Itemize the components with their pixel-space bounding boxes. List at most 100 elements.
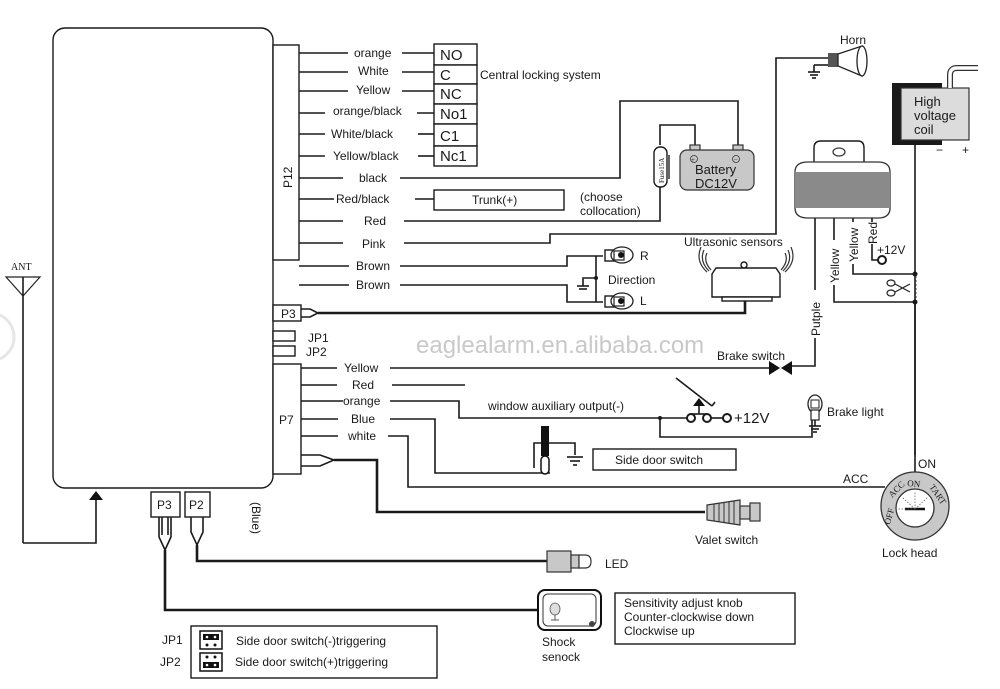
brake-pedal-switch-icon (675, 377, 732, 423)
p3-side-connector (272, 304, 302, 322)
window-aux-label: window auxiliary output(-) (487, 399, 624, 413)
antenna-icon (4, 276, 42, 543)
sensitivity-note-line2: Counter-clockwise down (624, 610, 754, 624)
p12-connector: P12 (272, 44, 300, 261)
p3-side-label: P3 (281, 307, 296, 321)
valet-switch-label: Valet switch (695, 533, 758, 547)
p12-wire-stubs (299, 52, 349, 286)
p7-wire-red-label: Red (352, 378, 374, 392)
jumper-legend-jp2-label: JP2 (160, 655, 181, 669)
svg-text:voltage: voltage (914, 108, 956, 123)
terminal-c: C (440, 67, 451, 84)
jumper-legend-jp2-text: Side door switch(+)triggering (235, 655, 388, 669)
p2-bottom-label: P2 (189, 498, 204, 512)
antenna-wire (23, 500, 97, 544)
jumper-legend-box (190, 625, 438, 679)
central-locking-label: Central locking system (480, 68, 601, 82)
svg-text:coil: coil (914, 122, 934, 137)
ultrasonic-sensor-icon (698, 246, 794, 302)
brown-wire-left (400, 284, 603, 303)
p7-wire-blue-label: Blue (351, 412, 375, 426)
antenna-input-arrow-icon (89, 491, 103, 500)
wire-label-red-black: Red/black (336, 192, 390, 206)
direction-label: Direction (608, 273, 655, 287)
on-wire-label: ON (918, 457, 936, 471)
shock-sensor-label-line1: Shock (542, 635, 576, 649)
ultrasonic-label: Ultrasonic sensors (684, 235, 783, 249)
relay-module-icon (794, 140, 891, 219)
jumper-legend-jp1-text: Side door switch(-)triggering (236, 634, 386, 648)
jumper-jp1-icon (199, 630, 223, 650)
wire-label-brown-1: Brown (356, 259, 390, 273)
wire-label-red: Red (364, 214, 386, 228)
terminal-c1: C1 (440, 128, 459, 145)
relay-wire-purple-label: Putple (809, 302, 823, 336)
antenna-label: ANT (11, 262, 32, 273)
terminal-nc: NC (440, 86, 462, 103)
side-door-switch-label: Side door switch (615, 453, 703, 467)
battery-label: Battery (695, 162, 737, 177)
svg-text:+: + (962, 143, 969, 157)
red-wire-to-fuse (404, 185, 661, 222)
led-icon (546, 550, 592, 573)
fuse-to-battery-wire (659, 124, 696, 146)
p7-label: P7 (279, 413, 294, 427)
p12-label: P12 (281, 166, 295, 188)
wire-label-yellow-black: Yellow/black (333, 149, 400, 163)
p7-wire-orange-label: orange (343, 394, 381, 408)
side-door-switch-box (592, 448, 737, 471)
jp2-connector (272, 345, 296, 357)
pink-wire-to-horn (404, 57, 830, 244)
p7-wire-white-label: white (347, 429, 376, 443)
ground-icon (577, 285, 589, 290)
choose-collocation-line1: (choose (580, 190, 623, 204)
valet-switch-wire (334, 458, 705, 514)
p2-bottom-connector (184, 491, 211, 518)
sensitivity-note-line1: Sensitivity adjust knob (624, 596, 743, 610)
battery-voltage: DC12V (695, 176, 737, 191)
led-wire (195, 545, 547, 563)
battery-icon: + − Battery DC12V (679, 144, 755, 191)
control-unit-body (52, 27, 274, 489)
trunk-box (433, 189, 565, 211)
p7-wire-yellow-label: Yellow (344, 361, 379, 375)
horn-label: Horn (840, 33, 866, 47)
brake-light-icon (807, 394, 823, 433)
direction-left-label: L (640, 294, 647, 308)
wire-label-orange: orange (354, 46, 392, 60)
sensitivity-note-line3: Clockwise up (624, 624, 695, 638)
central-locking-terminal-block: NO C NC No1 C1 Nc1 (433, 43, 478, 167)
relay-wire-red-label: Red (866, 222, 880, 244)
shock-sensor-wire (163, 550, 540, 612)
black-wire-to-battery (400, 100, 739, 179)
terminal-12v (877, 255, 887, 265)
jp1-label: JP1 (308, 331, 329, 345)
svg-text:−: − (734, 156, 738, 164)
lock-position-on: ON (907, 478, 921, 489)
sensitivity-note-box (614, 592, 796, 645)
orange-wire-window-output (390, 400, 690, 419)
p7-connector: P7 (272, 363, 302, 475)
ignition-lock-head-icon: OFF ACC ON TART (880, 471, 950, 541)
led-label: LED (605, 557, 629, 571)
wire-label-black: black (359, 171, 388, 185)
relay-wire-yellow1-label: Yellow (828, 248, 842, 283)
white-wire-to-acc (388, 435, 885, 488)
terminal-no: NO (440, 47, 463, 64)
pedal-plus12v-label: +12V (734, 410, 769, 427)
wire-label-yellow: Yellow (356, 83, 391, 97)
terminal-no1: No1 (440, 106, 468, 123)
trunk-label: Trunk(+) (472, 193, 517, 207)
fuse-icon: Fuse15A (653, 146, 670, 188)
blue-wire-to-side-door (390, 418, 550, 474)
watermark-logo (0, 313, 16, 361)
direction-light-right-icon (604, 246, 634, 264)
horn-icon (808, 45, 868, 79)
p3-wire-to-ultrasonic (318, 301, 747, 315)
scissors-icon (886, 279, 911, 297)
wire-label-brown-2: Brown (356, 278, 390, 292)
brake-light-label: Brake light (827, 405, 884, 419)
direction-right-label: R (640, 249, 649, 263)
wire-label-white: White (358, 64, 389, 78)
choose-collocation-line2: collocation) (580, 204, 641, 218)
